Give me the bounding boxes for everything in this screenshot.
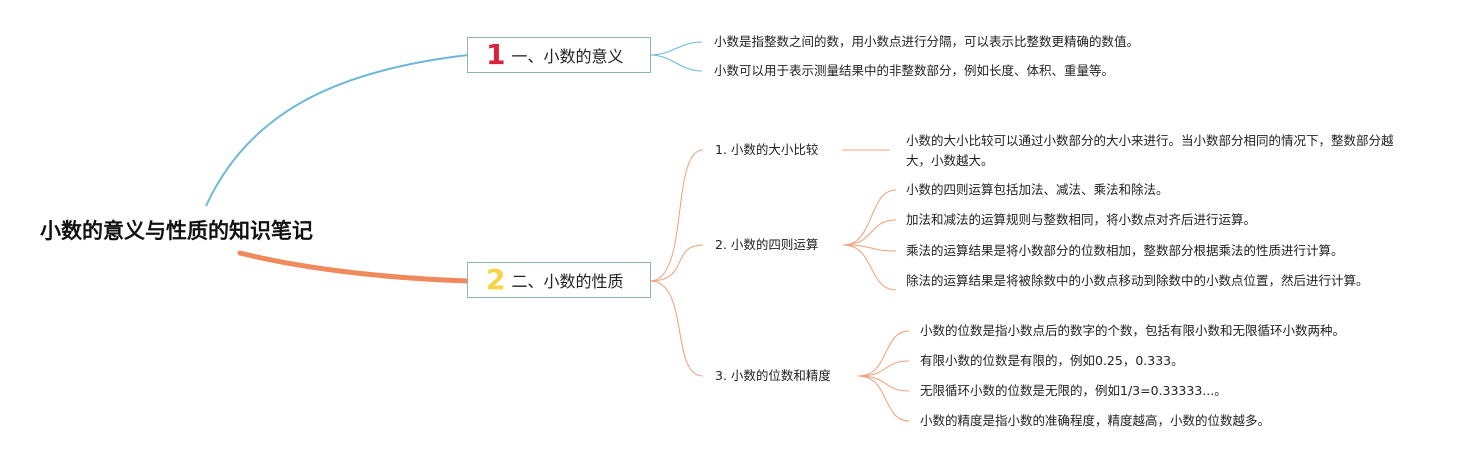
root-title: 小数的意义与性质的知识笔记: [40, 219, 313, 243]
branch-number-1-icon: 1: [486, 38, 506, 71]
branch2-to-sub1-line: [649, 149, 704, 282]
sub-topic-comparison[interactable]: 1. 小数的大小比较: [715, 142, 819, 157]
root-to-branch2-line: [237, 250, 471, 284]
leaf-text: 小数的四则运算包括加法、减法、乘法和除法。: [906, 182, 1169, 197]
leaf-text: 加法和减法的运算规则与整数相同，将小数点对齐后进行运算。: [906, 212, 1257, 227]
branch1-to-leaf1-line: [649, 41, 703, 56]
leaf-text: 小数是指整数之间的数，用小数点进行分隔，可以表示比整数更精确的数值。: [714, 34, 1140, 49]
branch2-to-sub2-line: [649, 244, 704, 282]
sub2-to-leaf4-line: [842, 244, 897, 291]
leaf-text: 小数的大小比较可以通过小数部分的大小来进行。当小数部分相同的情况下，整数部分越大…: [906, 133, 1394, 168]
leaf-text: 小数的位数是指小数点后的数字的个数，包括有限小数和无限循环小数两种。: [920, 323, 1346, 338]
sub-topic-digits-precision[interactable]: 3. 小数的位数和精度: [715, 368, 831, 383]
branch-properties[interactable]: 2 二、小数的性质: [467, 262, 651, 298]
sub2-to-leaf3-line: [842, 244, 897, 252]
sub2-to-leaf1-line: [842, 189, 897, 246]
leaf-text: 小数可以用于表示测量结果中的非整数部分，例如长度、体积、重量等。: [714, 63, 1115, 78]
leaf-text: 乘法的运算结果是将小数部分的位数相加，整数部分根据乘法的性质进行计算。: [906, 243, 1344, 258]
branch1-to-leaf2-line: [649, 54, 703, 72]
leaf-text: 无限循环小数的位数是无限的，例如1/3=0.33333...。: [920, 383, 1227, 398]
leaf-text: 除法的运算结果是将被除数中的小数点移动到除数中的小数点位置，然后进行计算。: [906, 273, 1369, 288]
branch2-to-sub3-line: [649, 280, 704, 377]
branch-meaning[interactable]: 1 一、小数的意义: [467, 37, 651, 73]
sub3-to-leaf4-line: [857, 375, 910, 422]
sub3-to-leaf1-line: [857, 330, 910, 377]
sub2-to-leaf2-line: [842, 219, 897, 246]
branch-number-2-icon: 2: [486, 263, 506, 296]
sub3-to-leaf3-line: [857, 375, 910, 392]
root-to-branch1-line: [205, 54, 469, 207]
sub3-to-leaf2-line: [857, 360, 910, 377]
leaf-text: 有限小数的位数是有限的，例如0.25，0.333。: [920, 353, 1184, 368]
leaf-text: 小数的精度是指小数的准确程度，精度越高，小数的位数越多。: [920, 413, 1271, 428]
branch-label: 二、小数的性质: [511, 272, 624, 291]
branch-label: 一、小数的意义: [511, 47, 624, 66]
sub-topic-arithmetic[interactable]: 2. 小数的四则运算: [715, 237, 819, 252]
